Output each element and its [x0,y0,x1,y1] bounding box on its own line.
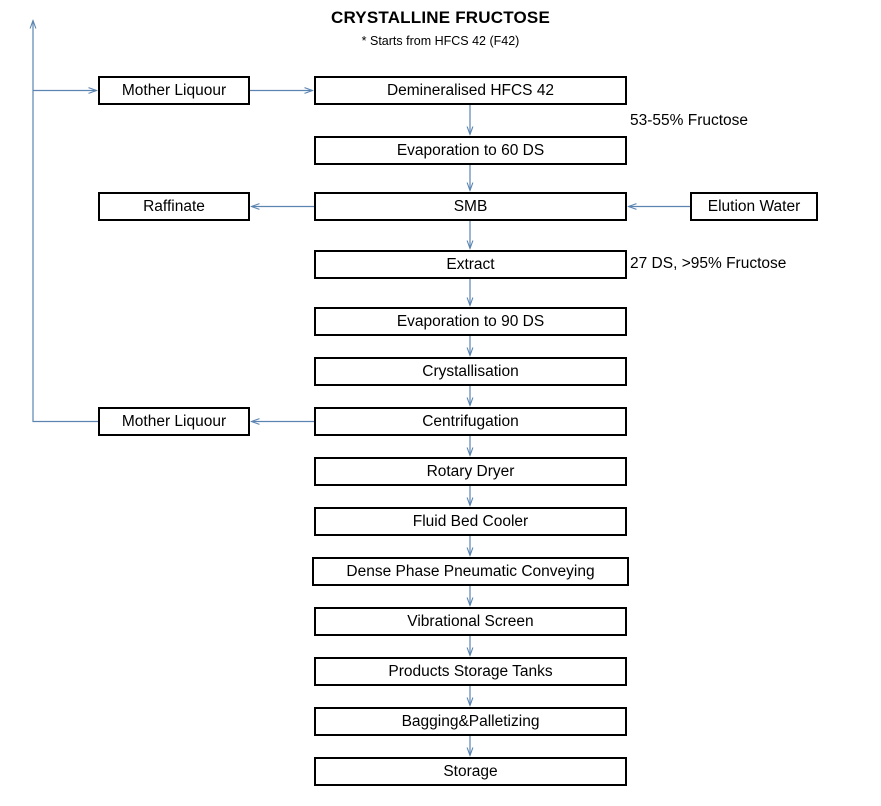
page-title: CRYSTALLINE FRUCTOSE [330,8,551,27]
edge-recycle-riser [33,21,98,423]
node-dense-phase-pneumatic-conveying[interactable]: Dense Phase Pneumatic Conveying [312,557,629,586]
node-demineralised-hfcs-42[interactable]: Demineralised HFCS 42 [314,76,627,105]
node-extract[interactable]: Extract [314,250,627,279]
node-label: Storage [443,762,498,780]
node-label: Evaporation to 90 DS [396,312,545,330]
node-fluid-bed-cooler[interactable]: Fluid Bed Cooler [314,507,627,536]
node-label: Extract [446,255,495,273]
node-crystallisation[interactable]: Crystallisation [314,357,627,386]
node-label: Mother Liquour [121,81,227,99]
node-label: Vibrational Screen [407,612,534,630]
node-products-storage-tanks[interactable]: Products Storage Tanks [314,657,627,686]
node-storage[interactable]: Storage [314,757,627,786]
node-label: Mother Liquour [121,412,227,430]
node-bagging-and-palletizing[interactable]: Bagging&Palletizing [314,707,627,736]
page-subtitle: * Starts from HFCS 42 (F42) [361,34,520,48]
node-label: Demineralised HFCS 42 [386,81,555,99]
node-label: Crystallisation [422,362,519,380]
node-label: Evaporation to 60 DS [396,141,545,159]
node-label: Products Storage Tanks [388,662,553,680]
node-raffinate[interactable]: Raffinate [98,192,250,221]
node-smb[interactable]: SMB [314,192,627,221]
node-label: Elution Water [707,197,801,215]
node-label: SMB [453,197,488,215]
node-label: Raffinate [143,197,205,215]
node-evaporation-to-60-ds[interactable]: Evaporation to 60 DS [314,136,627,165]
annotation-extract-composition: 27 DS, >95% Fructose [630,255,787,272]
node-label: Dense Phase Pneumatic Conveying [346,562,595,580]
node-vibrational-screen[interactable]: Vibrational Screen [314,607,627,636]
node-mother-liquour-top[interactable]: Mother Liquour [98,76,250,105]
node-elution-water[interactable]: Elution Water [690,192,818,221]
node-label: Centrifugation [422,412,519,430]
node-label: Bagging&Palletizing [401,712,540,730]
node-mother-liquour-bottom[interactable]: Mother Liquour [98,407,250,436]
node-label: Fluid Bed Cooler [412,512,529,530]
node-evaporation-to-90-ds[interactable]: Evaporation to 90 DS [314,307,627,336]
annotation-fructose-content: 53-55% Fructose [630,112,749,129]
node-label: Rotary Dryer [426,462,515,480]
node-rotary-dryer[interactable]: Rotary Dryer [314,457,627,486]
node-centrifugation[interactable]: Centrifugation [314,407,627,436]
